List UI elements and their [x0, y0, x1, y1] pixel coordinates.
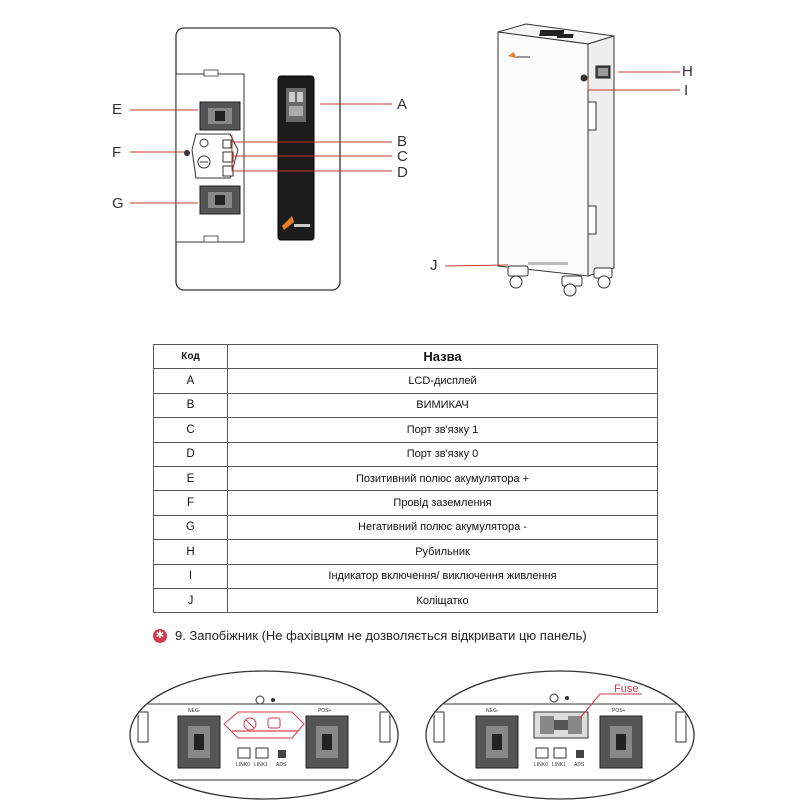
- left-link1-label: LINK1: [254, 762, 268, 768]
- callout-j: J: [430, 257, 438, 274]
- left-neg-label: NEG-: [188, 708, 201, 714]
- row-code: D: [153, 441, 228, 467]
- left-pos-label: POS+: [318, 708, 332, 714]
- right-neg-label: NEG-: [486, 708, 499, 714]
- row-name: Порт зв'язку 1: [227, 417, 658, 443]
- row-code: G: [153, 514, 228, 541]
- row-code: C: [153, 417, 228, 443]
- row-name: Провід заземлення: [227, 490, 658, 516]
- row-name: Індикатор включення/ виключення живлення: [227, 563, 658, 589]
- callout-a: A: [397, 96, 408, 113]
- front-panel-drawing: [175, 27, 341, 291]
- right-pos-label: POS+: [612, 708, 626, 714]
- header-code: Код: [153, 343, 228, 370]
- callout-i: I: [684, 82, 689, 99]
- front-callout-lines: [130, 103, 392, 204]
- callout-c: C: [397, 148, 408, 165]
- fuse-detail-left: NEG- POS+ LINK0 LINK1 ADS: [129, 670, 399, 800]
- row-code: I: [153, 563, 228, 589]
- row-name: Рубильник: [227, 539, 658, 565]
- row-code: E: [153, 465, 228, 492]
- header-name: Назва: [227, 343, 658, 370]
- left-ads-label: ADS: [276, 762, 287, 768]
- row-code: B: [153, 392, 228, 419]
- fuse-label: Fuse: [614, 683, 638, 695]
- fuse-note: ✱ 9. Запобіжник (Не фахівцям не дозволяє…: [153, 628, 587, 643]
- callout-f: F: [112, 144, 122, 161]
- row-code: J: [153, 587, 228, 614]
- row-name: ВИМИКАЧ: [227, 392, 658, 419]
- left-link0-label: LINK0: [236, 762, 250, 768]
- cabinet-drawing: [497, 23, 615, 297]
- table-header-row: Код Назва: [153, 343, 658, 370]
- row-name: Негативний полюс акумулятора -: [227, 514, 658, 541]
- fuse-detail-right: Fuse NEG- POS+ LINK0 LINK1 ADS: [425, 670, 695, 800]
- row-code: F: [153, 490, 228, 516]
- right-link0-label: LINK0: [534, 762, 548, 768]
- callout-e: E: [112, 101, 123, 118]
- row-name: Позитивний полюс акумулятора +: [227, 465, 658, 492]
- callout-g: G: [112, 195, 124, 212]
- callout-d: D: [397, 164, 408, 181]
- right-link1-label: LINK1: [552, 762, 566, 768]
- row-name: LCD-дисплей: [227, 368, 658, 394]
- row-code: H: [153, 539, 228, 565]
- right-ads-label: ADS: [574, 762, 585, 768]
- callout-b: B: [397, 133, 408, 150]
- row-code: A: [153, 368, 228, 394]
- fuse-note-text: 9. Запобіжник (Не фахівцям не дозволяєть…: [175, 628, 587, 643]
- warning-gear-icon: ✱: [153, 628, 167, 643]
- row-name: Коліщатко: [227, 587, 658, 614]
- row-name: Порт зв'язку 0: [227, 441, 658, 467]
- callout-h: H: [682, 63, 693, 80]
- cabinet-callout-lines: [444, 71, 680, 267]
